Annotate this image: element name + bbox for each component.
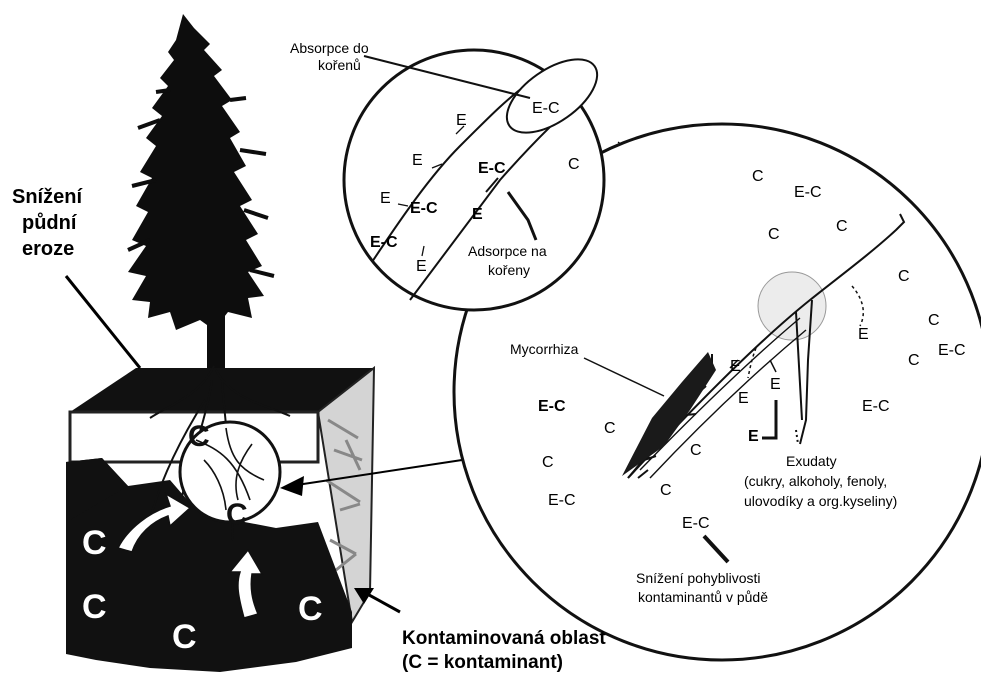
- symbol-e: E: [380, 190, 391, 208]
- symbol-e: E: [770, 376, 781, 394]
- exudates-line3: ulovodíky a org.kyseliny): [744, 493, 897, 509]
- root-contact-zone: [758, 272, 826, 340]
- symbol-ec: E-C: [862, 398, 890, 416]
- soil-contaminant-c: C: [226, 498, 248, 532]
- mobility-label-line2: kontaminantů v půdě: [638, 589, 768, 605]
- symbol-c: C: [542, 454, 554, 472]
- soil-contaminant-c: C: [172, 618, 197, 657]
- erosion-label-line1: Snížení: [12, 186, 82, 209]
- contaminated-label-line1: Kontaminovaná oblast: [402, 628, 606, 650]
- tree-trunk: [207, 296, 225, 368]
- symbol-e: E: [472, 206, 483, 224]
- adsorption-label-line2: kořeny: [488, 262, 530, 278]
- symbol-ec: E-C: [548, 492, 576, 510]
- erosion-label-line2: půdní: [22, 212, 76, 235]
- erosion-pointer-line: [66, 276, 140, 368]
- soil-contaminant-c: C: [188, 420, 210, 454]
- soil-contaminant-c: C: [82, 524, 107, 563]
- circle-to-zoom-line: [290, 460, 462, 486]
- soil-block: [66, 366, 374, 672]
- tree-crown: [128, 14, 264, 330]
- symbol-c: C: [768, 226, 780, 244]
- symbol-c: C: [568, 156, 580, 174]
- mycorrhiza-label: Mycorrhiza: [510, 341, 578, 357]
- symbol-e: E: [748, 428, 759, 446]
- symbol-c: C: [836, 218, 848, 236]
- symbol-c: C: [660, 482, 672, 500]
- symbol-ec: E-C: [410, 200, 438, 218]
- symbol-c: C: [898, 268, 910, 286]
- contaminated-label-line2: (C = kontaminant): [402, 652, 563, 674]
- soil-contaminant-c: C: [82, 588, 107, 627]
- symbol-ec: E-C: [532, 100, 560, 118]
- soil-contaminant-c: C: [298, 590, 323, 629]
- symbol-ec: E-C: [370, 234, 398, 252]
- circle-pointer-arrowhead: [280, 476, 304, 496]
- erosion-label-line3: eroze: [22, 238, 74, 261]
- symbol-c: C: [908, 352, 920, 370]
- symbol-ec: E-C: [682, 515, 710, 533]
- exudates-line2: (cukry, alkoholy, fenoly,: [744, 473, 887, 489]
- symbol-e: E: [738, 390, 749, 408]
- symbol-e: E: [412, 152, 423, 170]
- absorption-label-line1: Absorpce do: [290, 40, 369, 56]
- symbol-e: E: [416, 258, 427, 276]
- symbol-ec: E-C: [794, 184, 822, 202]
- symbol-e: E: [456, 112, 467, 130]
- symbol-c: C: [928, 312, 940, 330]
- symbol-c: C: [604, 420, 616, 438]
- symbol-e: E: [858, 326, 869, 344]
- mobility-label-line1: Snížení pohyblivosti: [636, 570, 761, 586]
- tree: [128, 14, 274, 368]
- adsorption-label-line1: Adsorpce na: [468, 243, 547, 259]
- absorption-label-line2: kořenů: [318, 57, 361, 73]
- symbol-ec: E-C: [938, 342, 966, 360]
- symbol-ec: E-C: [478, 160, 506, 178]
- symbol-e: E: [730, 358, 741, 376]
- symbol-ec: E-C: [538, 398, 566, 416]
- exudates-title: Exudaty: [786, 453, 837, 469]
- symbol-c: C: [752, 168, 764, 186]
- symbol-c: C: [690, 442, 702, 460]
